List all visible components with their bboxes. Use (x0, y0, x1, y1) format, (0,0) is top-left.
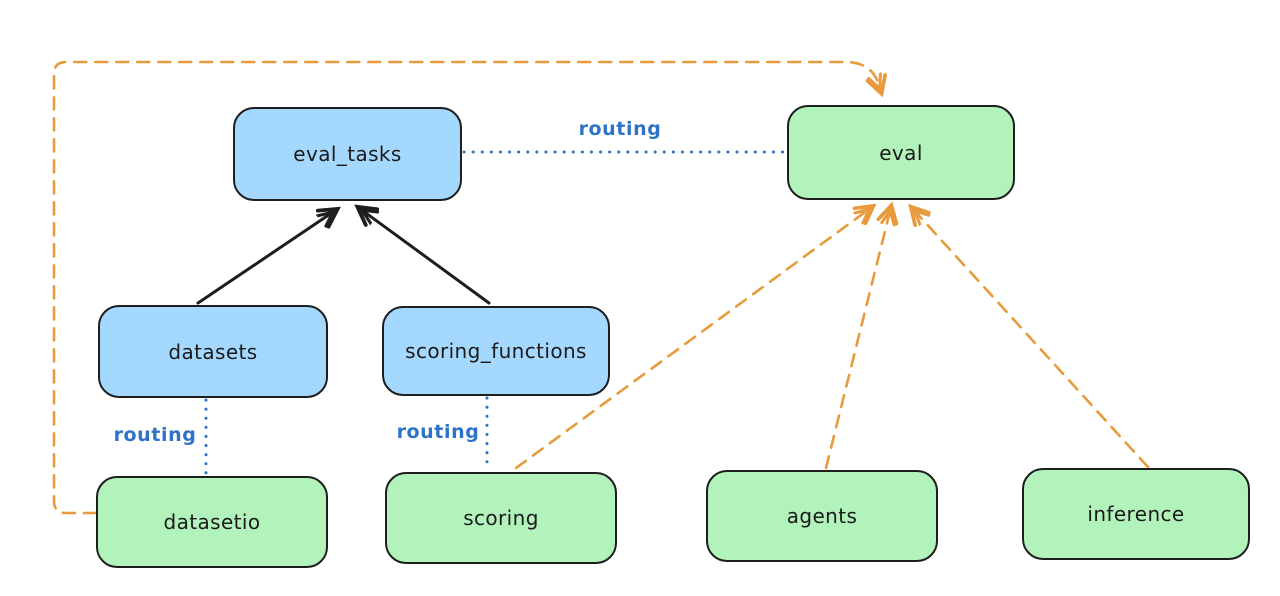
node-datasetio-label: datasetio (163, 510, 261, 534)
edge-scoring-functions-to-eval-tasks (359, 208, 491, 305)
node-agents-label: agents (786, 504, 858, 528)
node-scoring-functions: scoring_functions (382, 306, 610, 396)
edge-inference-to-eval-dashed (912, 208, 1150, 469)
node-eval-tasks-label: eval_tasks (293, 142, 402, 166)
node-inference-label: inference (1087, 502, 1185, 526)
node-scoring: scoring (385, 472, 617, 564)
routing-label-datasets: routing (113, 424, 197, 446)
node-agents: agents (706, 470, 938, 562)
node-scoring-functions-label: scoring_functions (405, 339, 587, 363)
node-scoring-label: scoring (463, 506, 539, 530)
edge-datasets-to-eval-tasks (196, 210, 336, 305)
node-eval-label: eval (879, 140, 923, 165)
routing-label-scoring: routing (396, 421, 480, 443)
edge-scoring-to-eval-dashed (514, 207, 872, 470)
edge-datasetio-to-eval-dashed (52, 60, 881, 515)
node-inference: inference (1022, 468, 1250, 560)
routing-label-top: routing (578, 118, 662, 140)
node-datasets: datasets (98, 305, 328, 398)
node-eval-tasks: eval_tasks (233, 107, 462, 201)
node-datasets-label: datasets (168, 339, 258, 364)
node-datasetio: datasetio (96, 476, 328, 568)
edge-agents-to-eval-dashed (824, 207, 891, 470)
node-eval: eval (787, 105, 1015, 200)
